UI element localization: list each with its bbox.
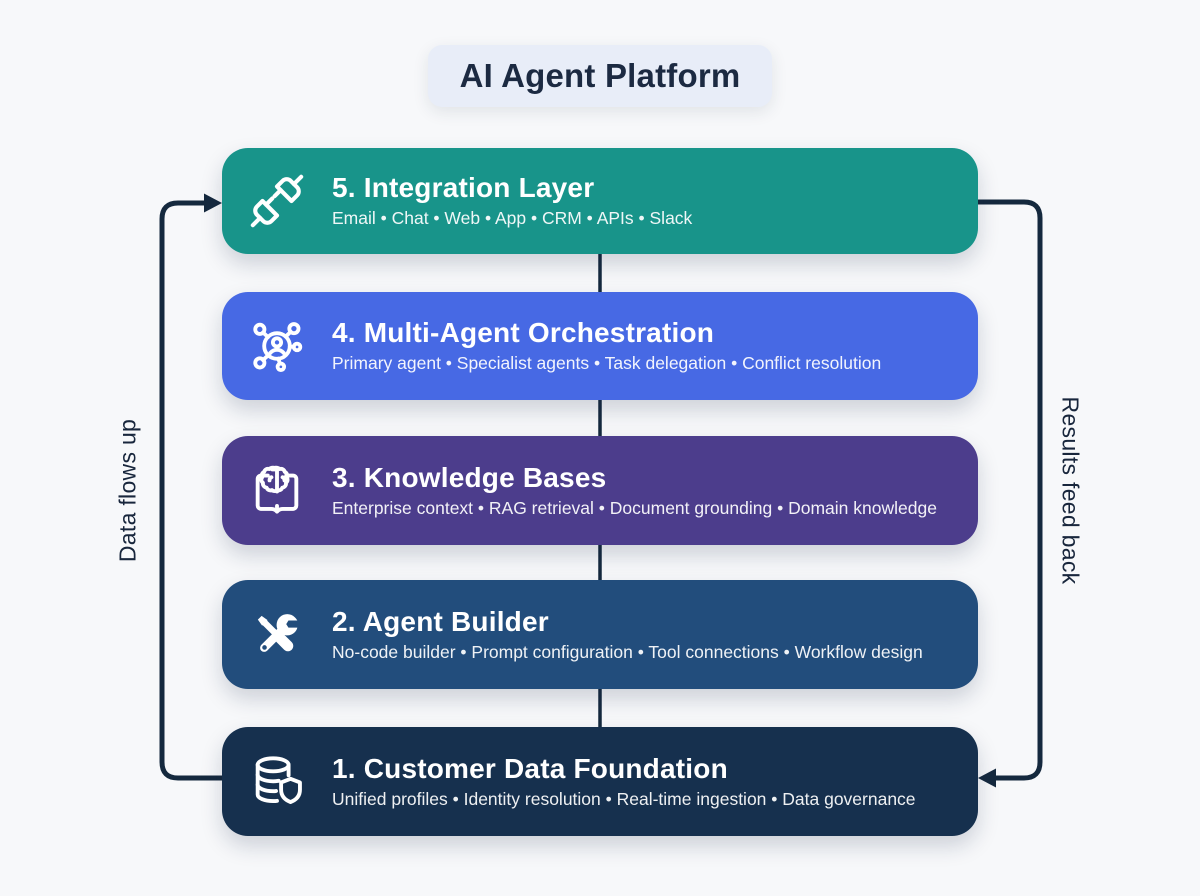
layer-subtitle: No-code builder • Prompt configuration •… [332, 641, 923, 662]
layer-agent-builder: 2. Agent Builder No-code builder • Promp… [222, 580, 978, 689]
layer-title: 4. Multi-Agent Orchestration [332, 317, 715, 349]
layer-subtitle: Primary agent • Specialist agents • Task… [332, 353, 882, 374]
arrow-left-icon [978, 768, 996, 788]
plug-icon [248, 172, 306, 230]
layer-title: 1. Customer Data Foundation [332, 752, 728, 784]
feedback-line-left [159, 200, 225, 781]
page-title: AI Agent Platform [428, 45, 772, 107]
right-flow-label: Results feed back [1057, 396, 1084, 585]
left-flow-label: Data flows up [114, 418, 141, 563]
layer-subtitle: Enterprise context • RAG retrieval • Doc… [332, 497, 937, 518]
layer-title: 3. Knowledge Bases [332, 461, 607, 493]
database-shield-icon [248, 753, 306, 811]
layer-subtitle: Email • Chat • Web • App • CRM • APIs • … [332, 208, 693, 229]
layer-data-foundation: 1. Customer Data Foundation Unified prof… [222, 727, 978, 836]
screwdriver-wrench-icon [248, 606, 306, 664]
multi-agent-network-icon [248, 317, 306, 375]
layer-subtitle: Unified profiles • Identity resolution •… [332, 788, 916, 809]
layer-title: 5. Integration Layer [332, 172, 595, 204]
layer-title: 2. Agent Builder [332, 605, 549, 637]
feedback-line-right [975, 199, 1043, 781]
arrow-right-icon [204, 193, 222, 213]
book-brain-icon [248, 462, 306, 520]
layer-orchestration: 4. Multi-Agent Orchestration Primary age… [222, 292, 978, 400]
layer-knowledge: 3. Knowledge Bases Enterprise context • … [222, 436, 978, 545]
layer-integration: 5. Integration Layer Email • Chat • Web … [222, 148, 978, 254]
